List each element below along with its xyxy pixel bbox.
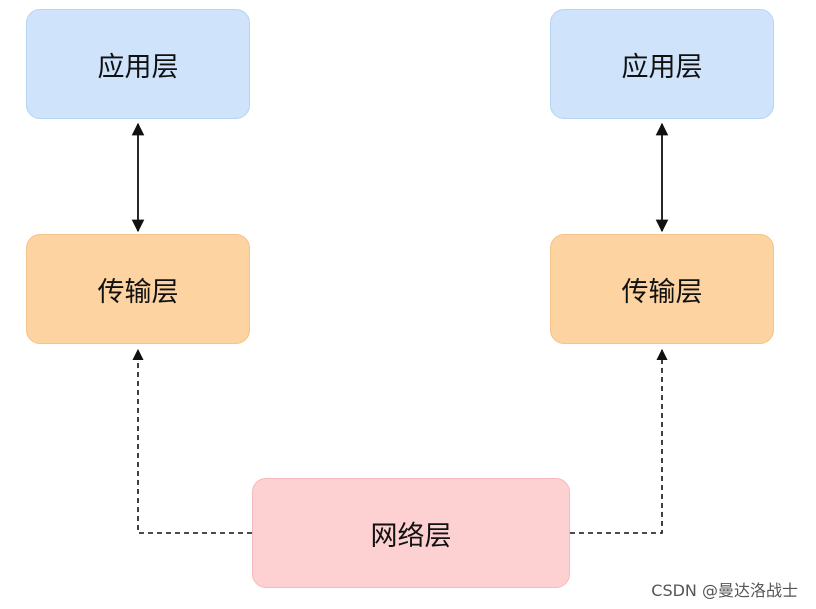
- network-layer-box: 网络层: [252, 478, 570, 588]
- right-transport-layer-label: 传输层: [621, 276, 703, 308]
- left-transport-layer-label: 传输层: [97, 276, 179, 308]
- csdn-watermark: CSDN @曼达洛战士: [651, 581, 798, 600]
- left-application-layer-box: 应用层: [26, 9, 250, 119]
- right-transport-layer-box: 传输层: [550, 234, 774, 344]
- right-application-layer-box: 应用层: [550, 9, 774, 119]
- right-application-layer-label: 应用层: [621, 51, 703, 83]
- left-application-layer-label: 应用层: [97, 51, 179, 83]
- left-network-transport-dashed-arrow: [132, 348, 252, 534]
- network-layer-label: 网络层: [370, 520, 452, 552]
- right-network-transport-dashed-arrow: [570, 348, 668, 534]
- left-transport-layer-box: 传输层: [26, 234, 250, 344]
